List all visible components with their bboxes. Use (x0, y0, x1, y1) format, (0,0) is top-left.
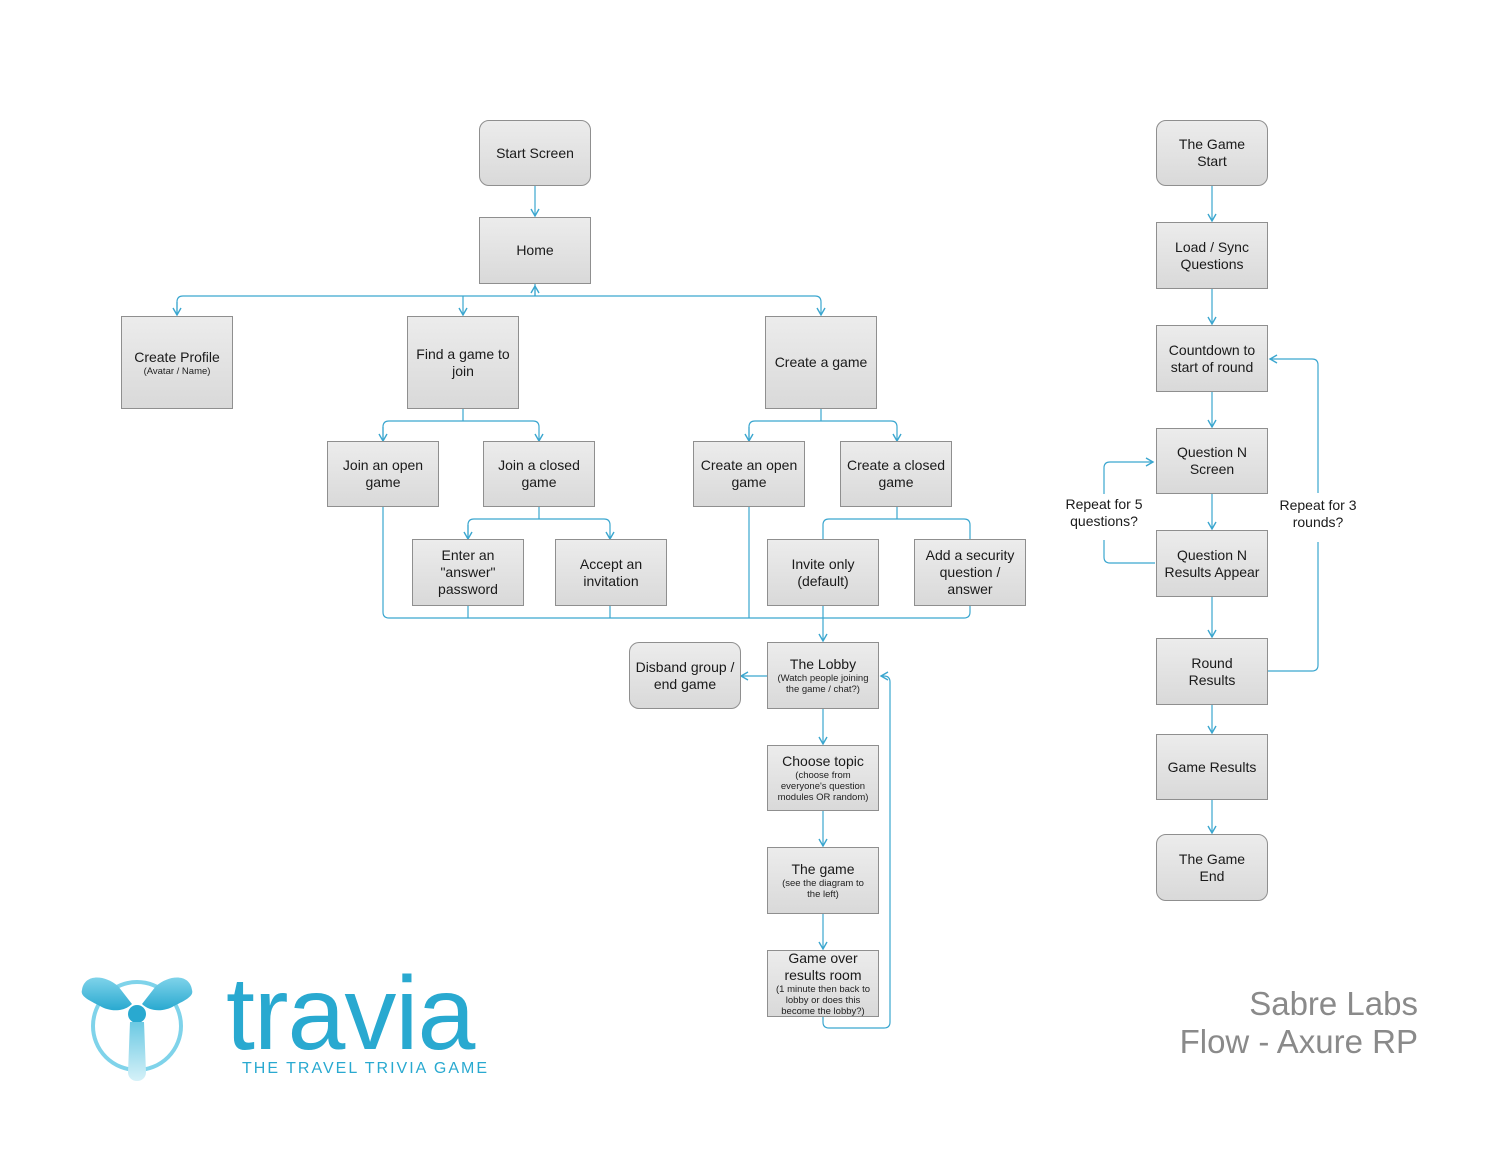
countdown-node: Countdown to start of round (1156, 325, 1268, 392)
find-game-label: Find a game to join (416, 345, 510, 379)
propeller-logo-icon (81, 977, 193, 1081)
game-results-label: Game Results (1167, 758, 1257, 775)
arrow-repeat-rounds (1268, 354, 1319, 493)
disband-label: Disband group / end game (635, 658, 735, 692)
game-over-label: Game over results room (784, 950, 862, 983)
credit-line-2: Flow - Axure RP (1179, 1023, 1418, 1060)
invite-only-label: Invite only (default) (791, 555, 855, 589)
join-open-label: Join an open game (342, 457, 424, 490)
create-open-label: Create an open game (700, 457, 798, 490)
connector-home-branches (176, 295, 826, 317)
travia-tagline: THE TRAVEL TRIVIA GAME (242, 1060, 490, 1077)
repeat-rounds-label: Repeat for 3 rounds? (1279, 497, 1357, 530)
game-start-node: The Game Start (1156, 120, 1268, 186)
connector-repeat-q-bottom (1103, 540, 1155, 564)
lobby-label: The Lobby (789, 656, 857, 672)
game-end-label: The Game End (1178, 850, 1246, 884)
load-sync-label: Load / Sync Questions (1175, 238, 1249, 272)
choose-topic-node: Choose topic (choose from everyone's que… (767, 745, 879, 811)
accept-invitation-label: Accept an invitation (579, 555, 643, 589)
create-profile-sub: (Avatar / Name) (143, 365, 211, 377)
round-results-label: Round Results (1188, 654, 1236, 688)
connector-repeat-r-bottom (1268, 542, 1319, 672)
connector-create-branches (748, 420, 902, 443)
the-game-label: The game (791, 861, 855, 877)
connector-lobby-drops (467, 507, 824, 618)
credit-block: Sabre Labs Flow - Axure RP (1180, 985, 1418, 1061)
connector-lobby-bus (382, 507, 971, 619)
the-game-sub: (see the diagram to the left) (782, 878, 864, 900)
create-profile-node: Create Profile (Avatar / Name) (121, 316, 233, 409)
invite-only-node: Invite only (default) (767, 539, 879, 606)
join-closed-label: Join a closed game (498, 457, 580, 490)
connector-find-branches (382, 420, 544, 443)
round-results-node: Round Results (1156, 638, 1268, 705)
connector-createclosed-branches (822, 518, 971, 539)
question-n-label: Question N Screen (1176, 444, 1248, 477)
repeat-questions-label: Repeat for 5 questions? (1065, 496, 1143, 529)
home-label: Home (516, 242, 554, 258)
arrow-repeat-questions (1103, 457, 1155, 494)
credit-line-1: Sabre Labs (1249, 985, 1418, 1022)
choose-topic-sub: (choose from everyone's question modules… (777, 770, 869, 803)
lobby-sub: (Watch people joining the game / chat?) (777, 673, 869, 695)
choose-topic-label: Choose topic (782, 753, 864, 769)
create-game-node: Create a game (765, 316, 877, 409)
game-over-node: Game over results room (1 minute then ba… (767, 950, 879, 1017)
create-closed-label: Create a closed game (846, 457, 946, 490)
join-closed-node: Join a closed game (483, 441, 595, 507)
enter-password-label: Enter an "answer" password (438, 547, 498, 597)
game-over-sub: (1 minute then back to lobby or does thi… (776, 984, 870, 1017)
question-results-label: Question N Results Appear (1164, 546, 1260, 580)
game-end-node: The Game End (1156, 834, 1268, 901)
disband-node: Disband group / end game (629, 642, 741, 709)
home-node: Home (479, 217, 591, 284)
connector-closed-branches (467, 518, 615, 541)
create-open-node: Create an open game (693, 441, 805, 507)
game-results-node: Game Results (1156, 734, 1268, 800)
find-game-node: Find a game to join (407, 316, 519, 409)
arrow-loop-lobby (822, 671, 891, 1029)
security-question-node: Add a security question / answer (914, 539, 1026, 606)
security-question-label: Add a security question / answer (925, 547, 1015, 597)
create-closed-node: Create a closed game (840, 441, 952, 507)
accept-invitation-node: Accept an invitation (555, 539, 667, 606)
countdown-label: Countdown to start of round (1168, 341, 1256, 375)
start-screen-label: Start Screen (496, 144, 574, 161)
start-screen-node: Start Screen (479, 120, 591, 186)
the-game-node: The game (see the diagram to the left) (767, 847, 879, 914)
create-profile-label: Create Profile (134, 348, 220, 365)
enter-password-node: Enter an "answer" password (412, 539, 524, 606)
question-results-node: Question N Results Appear (1156, 530, 1268, 597)
load-sync-node: Load / Sync Questions (1156, 222, 1268, 289)
create-game-label: Create a game (774, 354, 868, 370)
lobby-node: The Lobby (Watch people joining the game… (767, 642, 879, 709)
travia-wordmark: travia (226, 956, 475, 1072)
question-n-node: Question N Screen (1156, 428, 1268, 494)
game-start-label: The Game Start (1178, 136, 1246, 169)
join-open-node: Join an open game (327, 441, 439, 507)
